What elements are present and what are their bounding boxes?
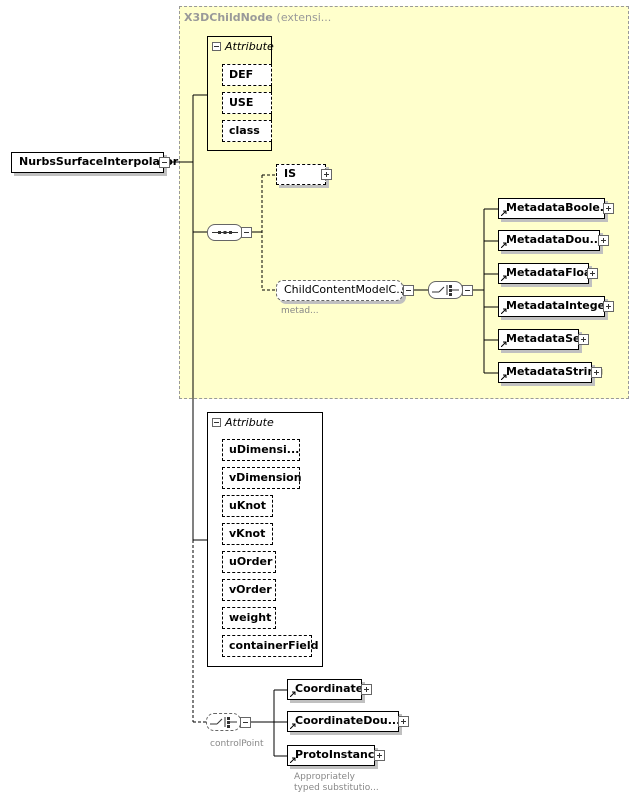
reference-arrow-icon [501,374,507,380]
control-point-collapse-icon[interactable] [240,717,251,728]
attribute-container-field[interactable]: containerField [222,635,318,657]
attribute-def[interactable]: DEF [222,64,272,86]
metadata-double-element[interactable]: MetadataDou... [498,230,602,251]
metadata-float-element[interactable]: MetadataFloat [498,263,597,284]
child-content-note: metad... [281,306,319,316]
root-element[interactable]: NurbsSurfaceInterpolator [11,152,178,173]
reference-arrow-icon [290,691,296,697]
collapse-icon[interactable] [212,42,221,51]
choice-compositor[interactable] [428,281,463,299]
metadata-string-expand-icon[interactable] [591,367,602,378]
control-point-label: controlPoint [210,739,264,749]
own-attribute-heading[interactable]: Attribute [212,416,274,429]
attribute-u-knot[interactable]: uKnot [222,495,273,517]
proto-instance-expand-icon[interactable] [374,750,385,761]
coordinate-element[interactable]: Coordinate [287,679,363,700]
root-collapse-icon[interactable] [159,157,170,168]
sequence-icon [212,231,238,234]
is-element[interactable]: IS [276,164,326,185]
coordinate-expand-icon[interactable] [361,684,372,695]
extension-subtitle: (extensi... [276,11,332,24]
metadata-integer-element[interactable]: MetadataInteger [498,296,610,317]
metadata-string-element[interactable]: MetadataString [498,362,603,383]
attribute-u-order[interactable]: uOrder [222,551,276,573]
child-content-model-group[interactable]: ChildContentModelC... [276,280,407,301]
reference-arrow-icon [501,275,507,281]
attribute-use[interactable]: USE [222,92,272,114]
attribute-v-dimension[interactable]: vDimension [222,467,302,489]
metadata-double-expand-icon[interactable] [598,235,609,246]
sequence-collapse-icon[interactable] [241,227,252,238]
attribute-class[interactable]: class [222,120,272,142]
proto-instance-note: Appropriately typed substitutio... [294,772,379,793]
reference-arrow-icon [501,210,507,216]
metadata-set-element[interactable]: MetadataSet [498,329,586,350]
extension-label: X3DChildNode (extensi... [184,11,331,24]
coordinate-double-element[interactable]: CoordinateDou... [287,711,400,732]
proto-instance-element[interactable]: ProtoInstance [287,745,382,766]
metadata-integer-expand-icon[interactable] [603,301,614,312]
reference-arrow-icon [501,242,507,248]
attribute-v-order[interactable]: vOrder [222,579,276,601]
coordinate-double-expand-icon[interactable] [398,716,409,727]
reference-arrow-icon [501,341,507,347]
choice-icon [210,717,237,728]
choice-collapse-icon[interactable] [462,285,473,296]
metadata-float-expand-icon[interactable] [587,268,598,279]
inherited-attribute-heading[interactable]: Attribute [212,40,274,53]
own-attribute-group [207,412,323,667]
is-expand-icon[interactable] [321,169,332,180]
extension-title: X3DChildNode [184,11,273,24]
reference-arrow-icon [501,308,507,314]
reference-arrow-icon [290,757,296,763]
attribute-v-knot[interactable]: vKnot [222,523,273,545]
metadata-boolean-element[interactable]: MetadataBoole... [498,198,612,219]
choice-icon [432,285,459,296]
metadata-boolean-expand-icon[interactable] [603,203,614,214]
sequence-compositor[interactable] [207,224,243,241]
attribute-u-dimension[interactable]: uDimensi... [222,439,300,461]
reference-arrow-icon [290,723,296,729]
child-content-collapse-icon[interactable] [403,285,414,296]
root-label: NurbsSurfaceInterpolator [19,155,179,168]
attribute-weight[interactable]: weight [222,607,276,629]
metadata-set-expand-icon[interactable] [578,334,589,345]
control-point-choice[interactable] [206,713,241,731]
collapse-icon[interactable] [212,418,221,427]
